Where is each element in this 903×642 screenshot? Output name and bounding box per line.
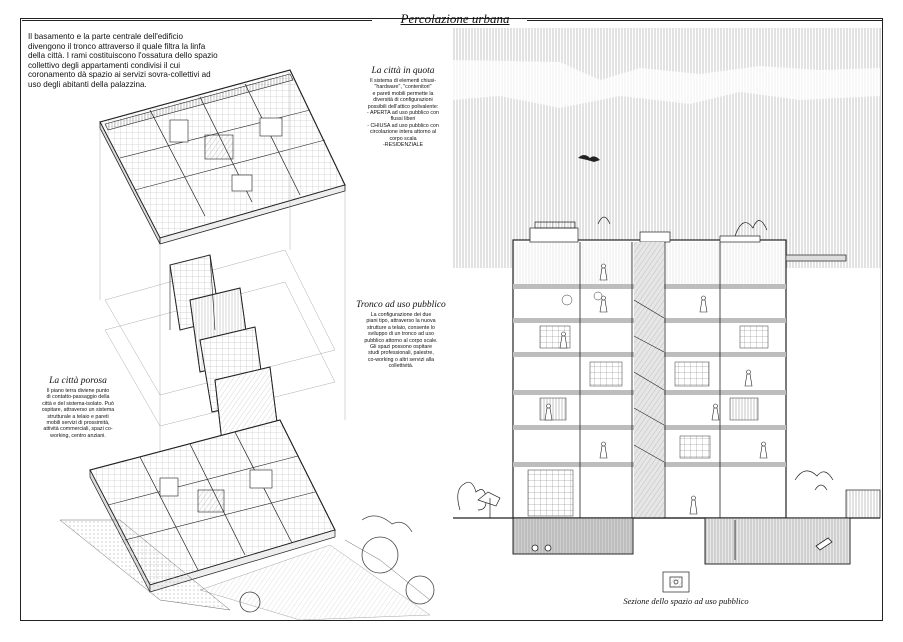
- title-rule-right: [527, 20, 883, 22]
- line-q2: e pareti mobili permette la: [372, 90, 434, 97]
- axo-context-ground: [59, 515, 435, 621]
- line-t4: pubblico attorno al corpo scale.: [364, 337, 438, 344]
- plan-inset: [662, 571, 690, 593]
- section-tronco: Tronco ad uso pubblico La configurazione…: [345, 300, 457, 370]
- line-t5: Gli spazi possono ospitare: [369, 344, 433, 351]
- line-p6: attività commerciali, spazi co-: [43, 426, 113, 433]
- heading-citta-in-quota: La città in quota: [371, 66, 435, 76]
- line-t0: La configurazione dei due: [370, 312, 432, 318]
- axo-public-trunk: [169, 254, 279, 443]
- stair-core: [633, 242, 665, 518]
- heading-citta-porosa: La città porosa: [49, 376, 107, 386]
- line-q10: -RESIDENZIALE: [382, 142, 424, 149]
- line-q5: - APERTA ad uso pubblico con: [367, 110, 439, 117]
- line-t3: sviluppo di un tronco ad uso: [368, 331, 434, 338]
- section-drawing: [453, 28, 882, 593]
- line-q4: possibili dell'attico polivalente:: [367, 103, 439, 110]
- axonometric-exploded-view: [59, 69, 435, 621]
- line-p0: Il piano terra diviene punto: [46, 388, 110, 394]
- line-t2: strutture a telaio, consente lo: [366, 324, 436, 331]
- section-citta-porosa: La città porosa Il piano terra diviene p…: [28, 376, 128, 439]
- line-q8: circolazione intera attorno al: [369, 129, 437, 136]
- line-t8: collettività.: [388, 363, 414, 370]
- line-p1: di contatto-passaggio della: [46, 394, 110, 401]
- line-q7: - CHIUSA ad uso pubblico con: [367, 122, 439, 129]
- line-q3: diversità di configurazioni: [373, 97, 433, 104]
- section-caption: Sezione dello spazio ad uso pubblico: [623, 596, 749, 606]
- line-p4: strutturale a telaio e pareti: [47, 413, 109, 420]
- title-rule-left: [22, 20, 372, 22]
- section-citta-in-quota: La città in quota Il sistema di elementi…: [348, 66, 458, 148]
- line-t1: piani tipo, attraverso la nuova: [366, 318, 436, 325]
- axo-guide-lines: [99, 80, 346, 460]
- people-figures: [544, 263, 768, 515]
- sheet-frame: [20, 18, 883, 621]
- line-q9: corpo scala: [389, 135, 417, 142]
- title-bar: Percolazione urbana: [0, 9, 903, 29]
- line-q0: Il sistema di elementi chiusi-: [369, 78, 437, 84]
- line-p5: mobili servizi di prossimità,: [46, 420, 110, 427]
- axo-attic-floor: [99, 69, 346, 245]
- line-q1: "hardware", "contenitori": [374, 84, 432, 91]
- heading-tronco: Tronco ad uso pubblico: [356, 300, 446, 310]
- intro-paragraph: Il basamento e la parte centrale dell'ed…: [28, 32, 218, 89]
- basement: [512, 517, 851, 565]
- line-p2: città e del sistema-isolato. Può: [42, 400, 114, 407]
- section-columns: [579, 242, 721, 518]
- line-t6: studi professionali, palestre,: [368, 350, 434, 357]
- line-p7: working, centro anziani.: [50, 432, 106, 439]
- line-p3: ospitare, attraverso un sistema: [41, 407, 115, 414]
- sheet-title: Percolazione urbana: [400, 11, 510, 26]
- line-t7: co-working o altri servizi alla: [367, 356, 435, 363]
- cloud-band: [453, 60, 880, 108]
- bird-icon: [578, 155, 600, 162]
- line-q6: flussi liberi: [390, 116, 416, 123]
